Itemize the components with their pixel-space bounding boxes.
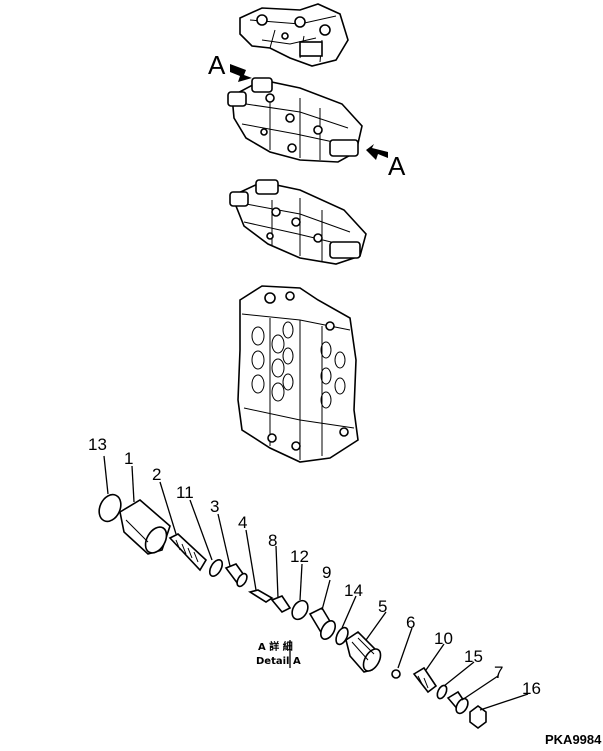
part-8-poppet: [270, 595, 292, 613]
callout-10: 10: [434, 629, 453, 648]
view-arrow-left-icon: [230, 64, 252, 82]
view-a-label-right: A: [388, 151, 406, 181]
valve-section-with-view-a: [227, 64, 388, 163]
top-valve-section: [239, 3, 349, 67]
leader-lines: [103, 455, 529, 711]
callout-numbers: 13 1 2 11 3 4 8 12 9 14 5 6 10 15 7 16: [88, 435, 541, 698]
part-16-nut: [469, 705, 487, 729]
part-1-plug: [119, 499, 171, 555]
part-6-ball: [391, 669, 401, 679]
callout-16: 16: [522, 679, 541, 698]
callout-4: 4: [238, 513, 247, 532]
callout-12: 12: [290, 547, 309, 566]
callout-11: 11: [176, 483, 194, 502]
part-14-o-ring: [335, 626, 349, 646]
callout-1: 1: [124, 449, 133, 468]
detail-caption-jp: A 詳 細: [258, 640, 293, 653]
detail-caption-en: Detail A: [256, 656, 301, 667]
part-11-ring: [208, 559, 224, 577]
view-arrow-right-icon: [366, 144, 388, 160]
part-5-valve-body: [345, 630, 382, 673]
callout-15: 15: [464, 647, 483, 666]
callout-3: 3: [210, 497, 219, 516]
part-10-spring: [412, 666, 438, 694]
callout-2: 2: [152, 465, 161, 484]
drawing-code: PKA9984: [545, 732, 602, 747]
callout-14: 14: [344, 581, 363, 600]
callout-8: 8: [268, 531, 277, 550]
part-15-o-ring: [436, 684, 448, 700]
part-9-sleeve: [308, 606, 337, 640]
part-13-o-ring: [98, 493, 122, 523]
callout-13: 13: [88, 435, 107, 454]
part-7-cap: [446, 690, 469, 715]
view-a-label-left: A: [208, 50, 226, 80]
part-4-pin: [247, 589, 274, 603]
part-3-retainer: [224, 563, 248, 588]
middle-valve-section: [229, 179, 367, 265]
callout-6: 6: [406, 613, 415, 632]
callout-5: 5: [378, 597, 387, 616]
main-valve-body: [237, 285, 359, 463]
part-2-spring: [168, 533, 208, 572]
detail-a-parts: [98, 493, 487, 729]
part-12-seat: [291, 599, 309, 621]
callout-7: 7: [494, 663, 503, 682]
callout-9: 9: [322, 563, 331, 582]
